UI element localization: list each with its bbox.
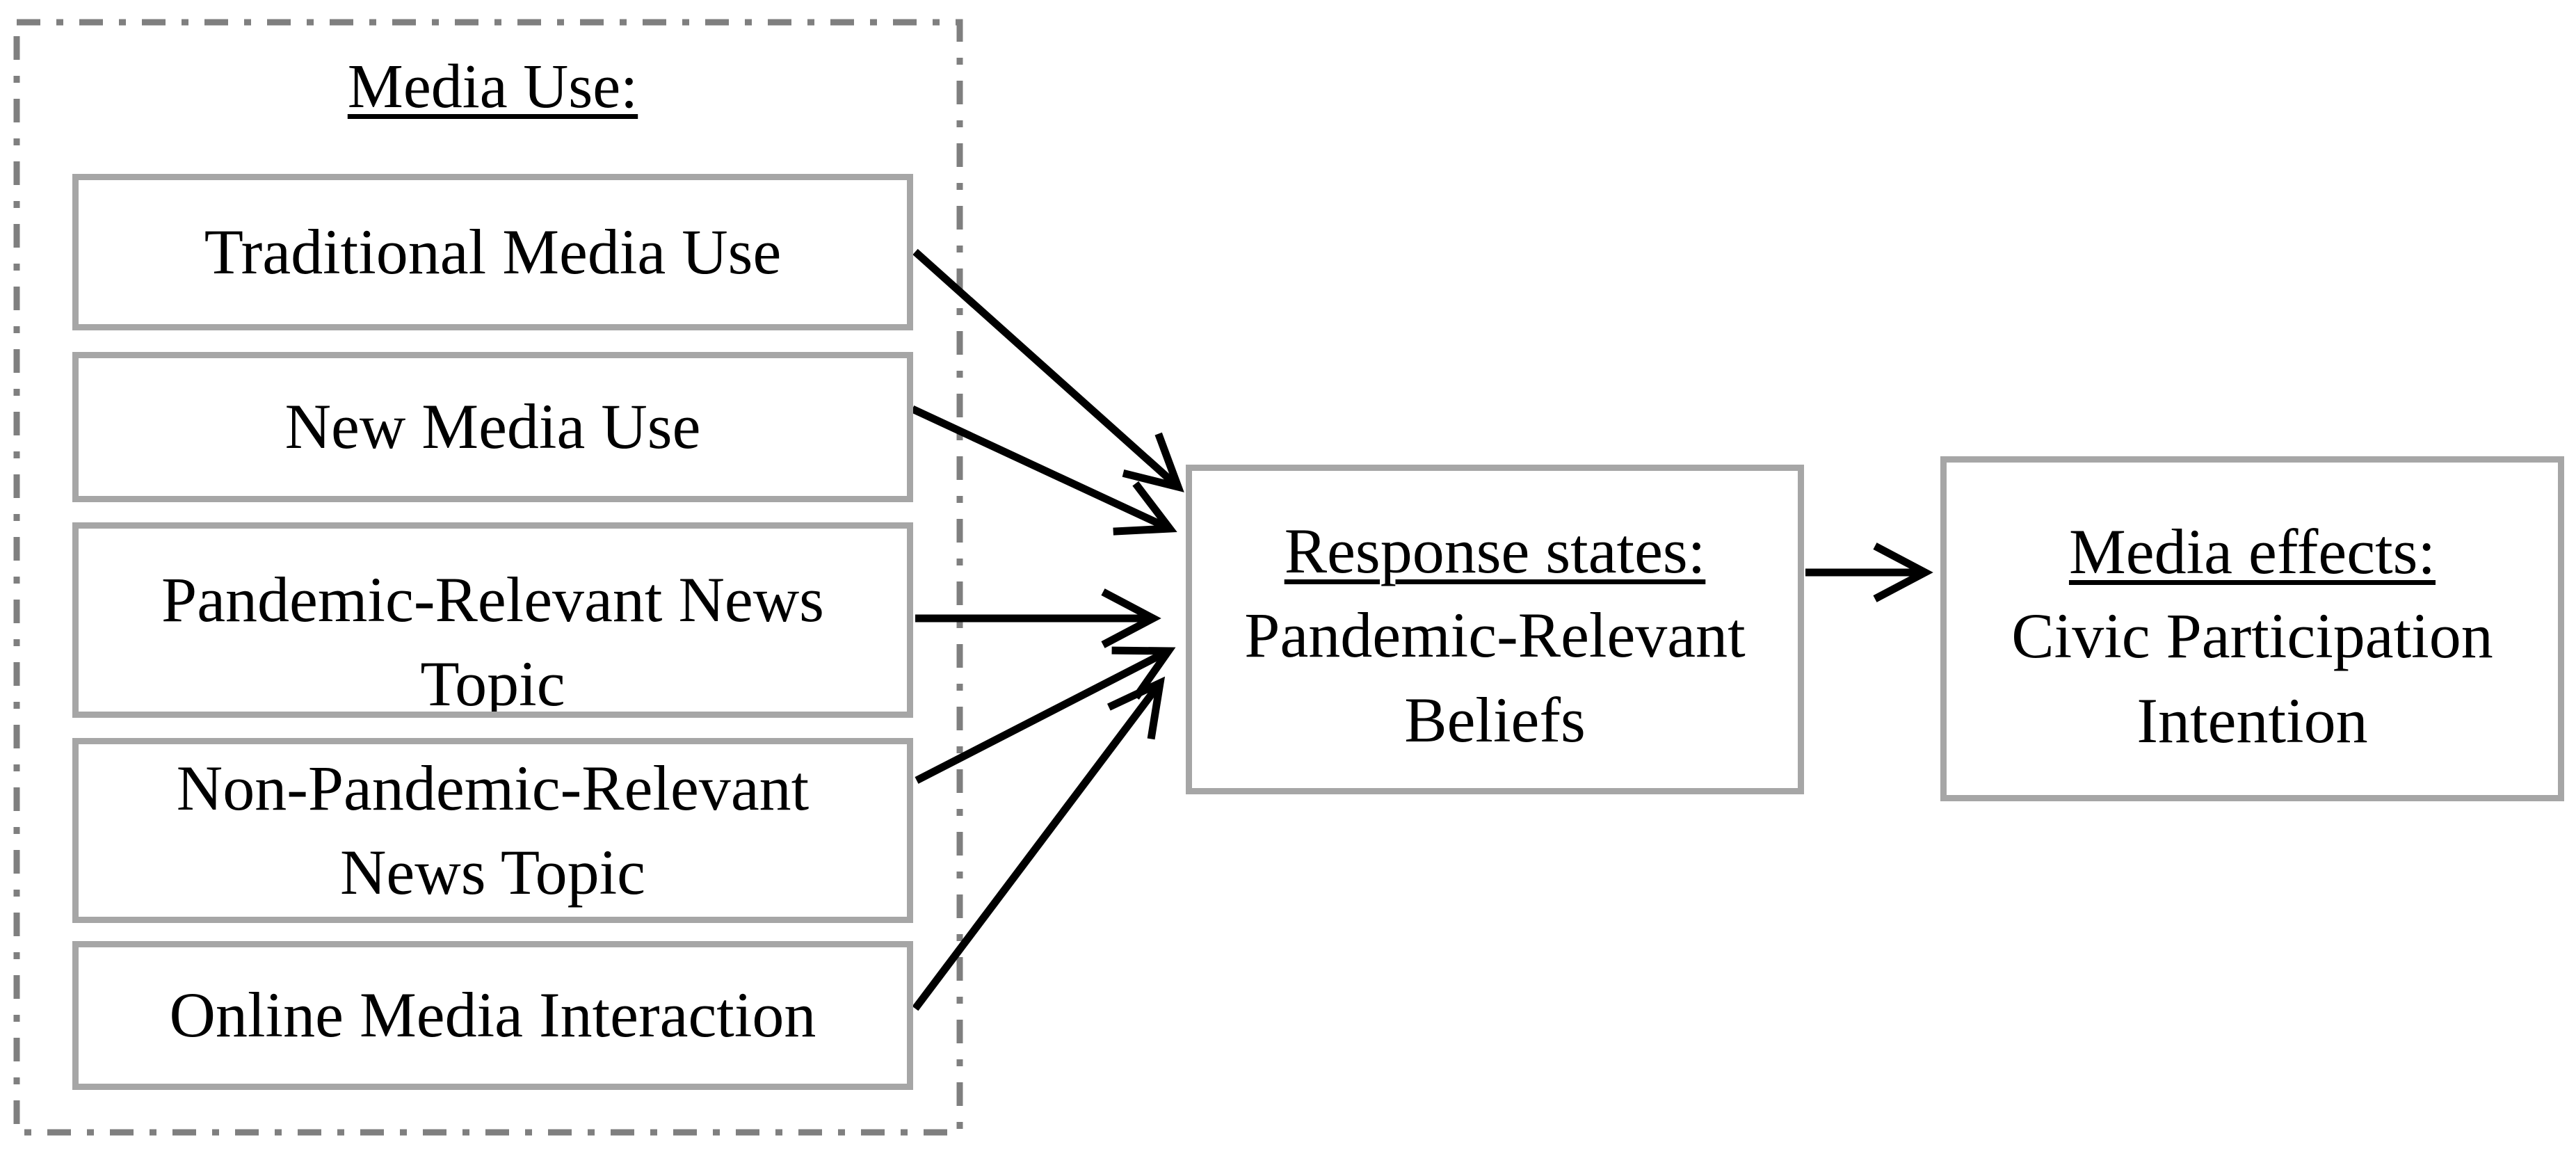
box-label-line: Pandemic-Relevant News [161,564,824,635]
pandemic-relevant-news-topic-box: Pandemic-Relevant News Topic [72,522,913,718]
response-states-heading: Response states: [1284,515,1706,586]
new-media-use-box: New Media Use [72,352,913,502]
media-use-group-border [13,19,963,1136]
box-label-line: News Topic [339,837,646,908]
media-effects-heading: Media effects: [2068,516,2436,587]
box-label-line: Beliefs [1404,684,1586,755]
response-states-box: Response states: Pandemic-Relevant Belie… [1186,465,1804,794]
non-pandemic-relevant-news-topic-box: Non-Pandemic-Relevant News Topic [72,738,913,923]
online-media-interaction-box: Online Media Interaction [72,941,913,1090]
arrow-nonpandemictopic-to-response [915,646,1176,784]
box-label-line: Non-Pandemic-Relevant [176,752,810,824]
arrow-onlineinteraction-to-response [912,676,1166,1011]
box-label: New Media Use [284,391,701,463]
box-label: Traditional Media Use [204,216,782,287]
box-label: Online Media Interaction [169,979,816,1051]
media-use-group-title: Media Use: [347,52,638,121]
box-label-line: Civic Participation [2011,600,2493,672]
box-label-line: Topic [420,648,565,718]
box-label-line: Pandemic-Relevant [1244,600,1746,671]
arrow-newmedia-to-response [910,406,1177,536]
traditional-media-use-box: Traditional Media Use [72,174,913,330]
arrow-traditional-to-response [912,248,1184,492]
box-label-line: Intention [2136,684,2368,756]
media-effects-box: Media effects: Civic Participation Inten… [1940,456,2564,801]
